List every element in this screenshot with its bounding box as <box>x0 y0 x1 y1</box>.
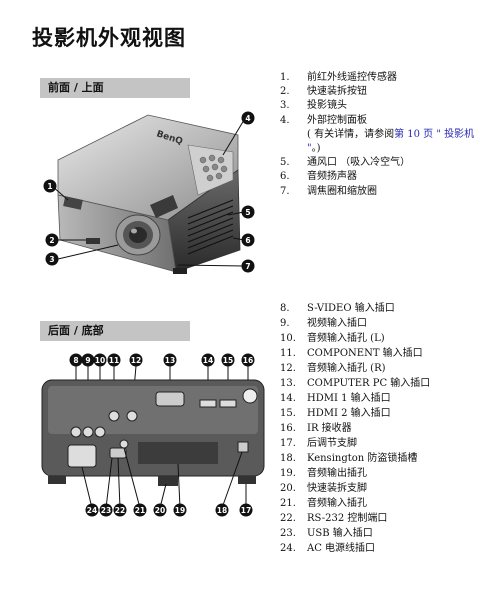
badge-22: 22 <box>115 506 125 515</box>
list-item: 12.音频输入插孔 (R) <box>280 363 386 374</box>
list-item: 4.外部控制面板 <box>280 114 367 126</box>
badge-12: 12 <box>131 356 141 365</box>
badge-3: 3 <box>49 255 54 264</box>
panel-reference-note: ( 有关详情，请参阅第 10 页 " 投影机 "。) <box>307 128 475 155</box>
list-item: 6.音频扬声器 <box>280 171 357 183</box>
projector-front-illustration: BenQ 1 2 3 4 5 <box>43 111 255 274</box>
badge-14: 14 <box>203 356 213 365</box>
badge-5: 5 <box>245 208 250 217</box>
rear-section-header: 后面 / 底部 <box>40 321 190 341</box>
list-item: 8.S-VIDEO 输入插口 <box>280 303 395 314</box>
badge-8: 8 <box>73 356 78 365</box>
list-item: 9.视频输入插口 <box>280 318 367 329</box>
list-item: 11.COMPONENT 输入插口 <box>280 348 423 359</box>
badge-10: 10 <box>95 356 105 365</box>
badge-2: 2 <box>49 236 54 245</box>
list-item: 15.HDMI 2 输入插口 <box>280 408 391 419</box>
list-item: 22.RS-232 控制端口 <box>280 513 388 524</box>
badge-19: 19 <box>175 506 185 515</box>
badge-16: 16 <box>243 356 253 365</box>
list-item: 24.AC 电源线插口 <box>280 543 376 554</box>
list-item: 5.通风口 （吸入冷空气） <box>280 157 411 169</box>
rear-parts-list: 8.S-VIDEO 输入插口 9.视频输入插口 10. 音频输入插孔 (L) 1… <box>280 301 490 556</box>
list-item: 21.音频输入插孔 <box>280 498 367 509</box>
list-item: 7.调焦圈和缩放圈 <box>280 185 377 197</box>
badge-24: 24 <box>87 506 97 515</box>
list-item: 1.前红外线遥控传感器 <box>280 72 397 83</box>
list-item: 14.HDMI 1 输入插口 <box>280 393 391 404</box>
list-item: 19.音频输出插孔 <box>280 468 367 479</box>
badge-4: 4 <box>245 114 250 123</box>
front-parts-list: 1.前红外线遥控传感器 2.快速装拆按钮 3.投影镜头 4.外部控制面板 ( 有… <box>280 71 490 199</box>
badge-18: 18 <box>217 506 227 515</box>
page-title: 投影机外观视图 <box>32 26 186 50</box>
front-section-header: 前面 / 上面 <box>40 78 190 98</box>
badge-17: 17 <box>241 506 251 515</box>
list-item: 13.COMPUTER PC 输入插口 <box>280 378 431 389</box>
list-item: 17.后调节支脚 <box>280 438 357 449</box>
badge-15: 15 <box>223 356 233 365</box>
badge-1: 1 <box>47 182 52 191</box>
list-item: 2.快速装拆按钮 <box>280 86 367 98</box>
list-item: 23. USB 输入插口 <box>280 528 373 539</box>
list-item: 3.投影镜头 <box>280 100 347 112</box>
badge-6: 6 <box>245 236 250 245</box>
badge-9: 9 <box>85 356 90 365</box>
list-item: 20.快速装拆支脚 <box>280 483 367 494</box>
badge-21: 21 <box>135 506 145 515</box>
badge-20: 20 <box>155 506 165 515</box>
list-item: 16.IR 接收器 <box>280 423 352 434</box>
page-reference-link[interactable]: 第 10 页 " 投影机 " <box>307 128 475 155</box>
badge-11: 11 <box>109 356 119 365</box>
list-item: 10. 音频输入插孔 (L) <box>280 333 385 344</box>
list-item: 18.Kensington 防盗锁插槽 <box>280 453 418 464</box>
badge-7: 7 <box>245 262 250 271</box>
badge-23: 23 <box>101 506 111 515</box>
badge-13: 13 <box>165 356 175 365</box>
projector-rear-illustration: 8 9 10 11 12 13 14 15 16 24 23 22 21 20 … <box>41 353 265 517</box>
